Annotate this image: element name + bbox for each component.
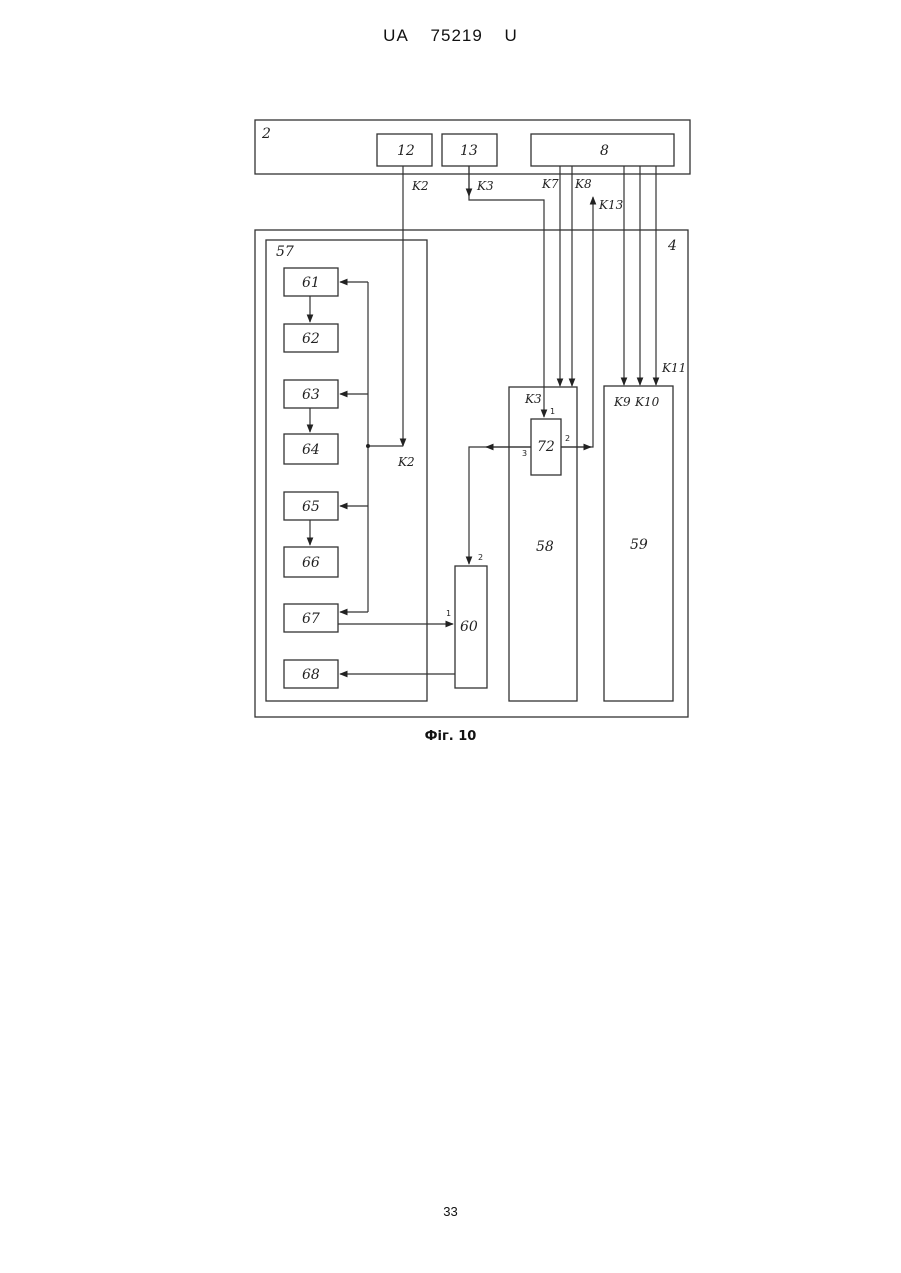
signal-k8: K8 <box>574 177 592 191</box>
block-60-label: 60 <box>460 619 478 635</box>
block-66-label: 66 <box>302 555 320 571</box>
block-62-label: 62 <box>302 331 320 347</box>
page-number: 33 <box>0 1204 901 1219</box>
pin-60-2: 2 <box>478 553 483 562</box>
container-4 <box>255 230 688 717</box>
container-4-label: 4 <box>667 238 677 254</box>
pin-72-1: 1 <box>550 407 555 416</box>
block-12-label: 12 <box>397 143 415 159</box>
signal-k10: K10 <box>634 395 660 409</box>
signal-k9: K9 <box>613 395 631 409</box>
signal-k2-mid: K2 <box>397 455 415 469</box>
signal-k2-top: K2 <box>411 179 429 193</box>
block-63-label: 63 <box>302 387 320 403</box>
block-64-label: 64 <box>302 442 320 458</box>
signal-k3-in: K3 <box>524 392 542 406</box>
pin-72-3: 3 <box>522 449 527 458</box>
block-13-label: 13 <box>460 143 478 159</box>
signal-k13: K13 <box>598 198 624 212</box>
pin-60-1: 1 <box>446 609 451 618</box>
block-72-label: 72 <box>537 439 555 455</box>
signal-k7: K7 <box>541 177 559 191</box>
signal-k3-top: K3 <box>476 179 494 193</box>
block-8-label: 8 <box>600 143 609 159</box>
pin-72-2: 2 <box>565 434 570 443</box>
block-61-label: 61 <box>302 275 320 291</box>
container-2-label: 2 <box>261 126 271 142</box>
block-68-label: 68 <box>302 667 320 683</box>
block-67-label: 67 <box>302 611 320 627</box>
block-65-label: 65 <box>302 499 320 515</box>
signal-k11: K11 <box>661 361 686 375</box>
block-diagram: 2 4 57 12 13 8 61 62 63 64 65 66 67 68 7… <box>0 0 901 760</box>
container-57-label: 57 <box>276 244 294 260</box>
figure-caption: Фіг. 10 <box>0 729 901 744</box>
block-59-label: 59 <box>630 537 648 553</box>
block-58-label: 58 <box>536 539 554 555</box>
